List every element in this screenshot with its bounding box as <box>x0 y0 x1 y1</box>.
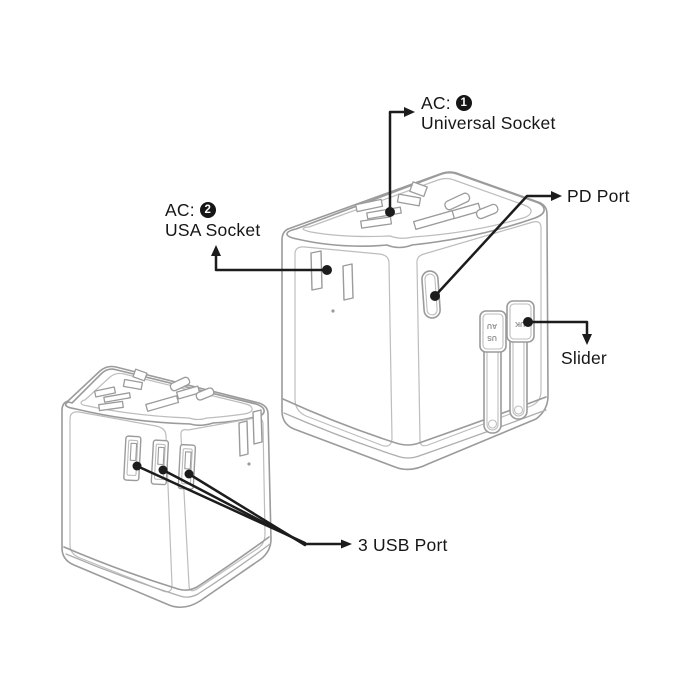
label-usb-ports-text: 3 USB Port <box>358 535 448 555</box>
universal-socket-top-upper <box>355 181 499 231</box>
arrowhead-right <box>341 539 352 549</box>
slider-uk: UK <box>506 300 535 420</box>
universal-socket-top-lower <box>93 368 215 412</box>
arrowhead-right <box>551 191 562 201</box>
lower-base-line-2 <box>65 543 271 598</box>
badge-1: 1 <box>455 95 472 111</box>
slider-us-au: AU US <box>479 310 507 434</box>
callout-pd-port <box>430 191 562 301</box>
slider-tab-label-au: AU <box>487 322 497 329</box>
label-ac1-prefix: AC: <box>421 93 451 113</box>
usb-ports <box>123 435 197 490</box>
lower-front-face-contour <box>69 411 173 593</box>
arrowhead-right <box>404 107 415 117</box>
side-face-dot <box>247 462 251 466</box>
label-usb-ports: 3 USB Port <box>358 535 448 555</box>
arrowhead-up <box>211 245 221 256</box>
callout-usb-ports <box>132 461 352 549</box>
arrowhead-down <box>582 334 592 345</box>
usa-socket-side <box>238 409 263 466</box>
label-universal-socket: AC: 1 Universal Socket <box>421 93 556 133</box>
lower-adapter <box>61 365 272 609</box>
label-slider: Slider <box>561 348 607 368</box>
label-usa-socket-text: USA Socket <box>165 220 261 240</box>
label-ac2-prefix: AC: <box>165 200 195 220</box>
upper-right-face-contour <box>416 221 542 447</box>
lower-base-line-1 <box>63 536 270 591</box>
upper-top-inner-rim <box>302 177 532 239</box>
callout-usa-socket <box>211 245 332 275</box>
lower-right-face-contour <box>180 417 266 592</box>
lower-top-inner-rim <box>80 372 253 421</box>
callout-universal-socket <box>385 107 415 217</box>
upper-front-face-contour <box>294 246 393 447</box>
slider-tab-label-uk: UK <box>515 320 525 327</box>
usb-port-1 <box>123 435 142 482</box>
slider-tab-label-us: US <box>487 334 497 341</box>
badge-2: 2 <box>199 202 216 218</box>
label-slider-text: Slider <box>561 348 607 368</box>
callout-slider <box>523 317 592 345</box>
front-face-dot <box>331 309 335 313</box>
label-pd-port-text: PD Port <box>567 186 630 206</box>
label-universal-socket-text: Universal Socket <box>421 113 556 133</box>
label-pd-port: PD Port <box>567 186 630 206</box>
label-usa-socket: AC: 2 USA Socket <box>165 200 260 240</box>
lower-adapter-body <box>61 365 272 609</box>
